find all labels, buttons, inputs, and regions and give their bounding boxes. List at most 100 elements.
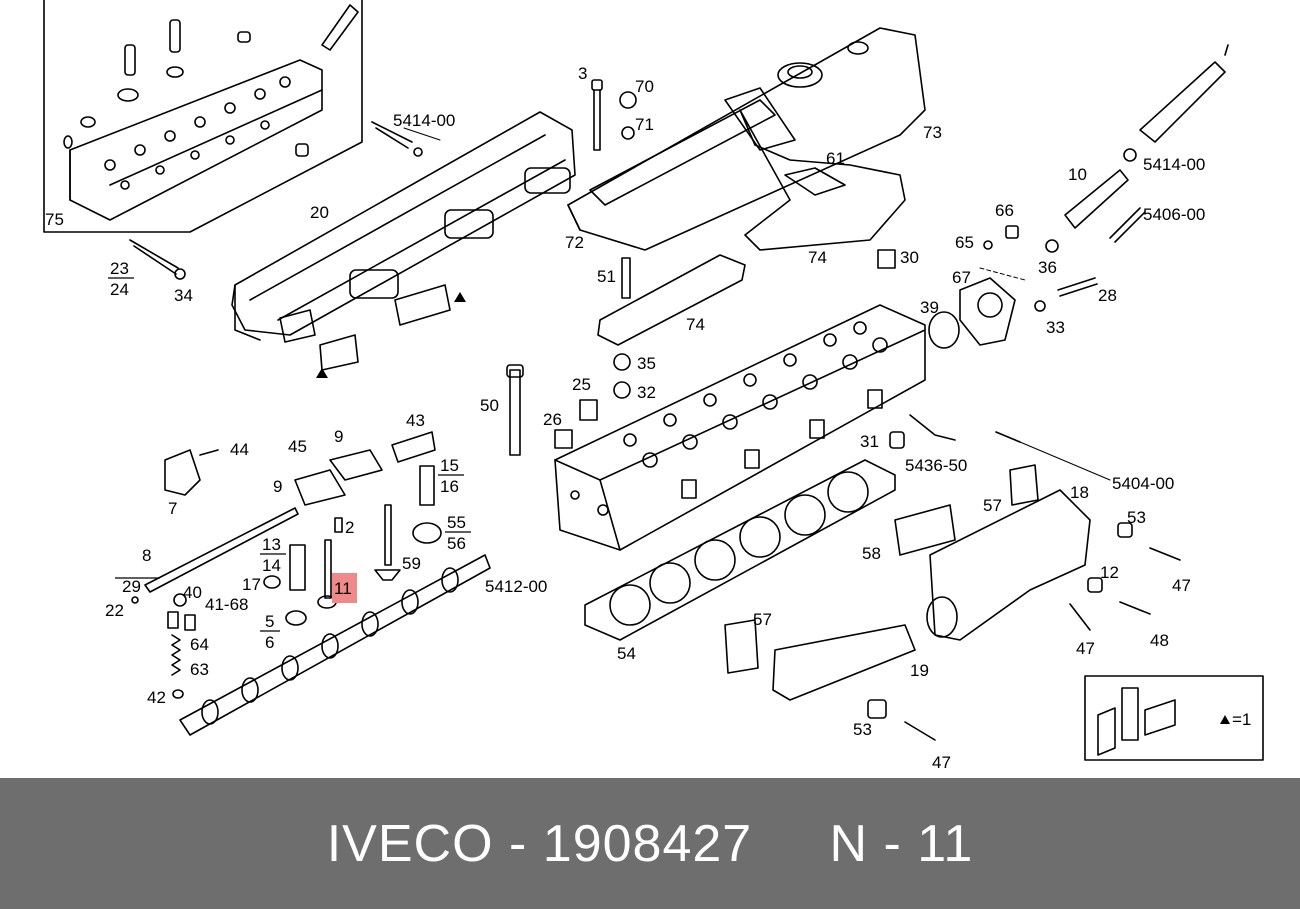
callout-15: 15 xyxy=(440,456,459,475)
callout-6: 6 xyxy=(265,633,274,652)
highlight-box xyxy=(332,573,357,603)
callout-35: 35 xyxy=(637,354,656,373)
callout-5404: 5404-00 xyxy=(1112,474,1174,493)
callout-71: 71 xyxy=(635,115,654,134)
callout-59: 59 xyxy=(402,554,421,573)
callout-57-a: 57 xyxy=(983,496,1002,515)
callout-53-a: 53 xyxy=(1127,508,1146,527)
callout-22: 22 xyxy=(105,601,124,620)
reference-number: 11 xyxy=(917,814,974,873)
part-number: 1908427 xyxy=(542,814,753,873)
callout-5412: 5412-00 xyxy=(485,577,547,596)
callout-8: 8 xyxy=(142,546,151,565)
callout-5414-b: 5414-00 xyxy=(1143,155,1205,174)
callout-5414-a: 5414-00 xyxy=(393,111,455,130)
callout-36: 36 xyxy=(1038,258,1057,277)
callout-7: 7 xyxy=(168,499,177,518)
callout-58: 58 xyxy=(862,544,881,563)
callout-74-a: 74 xyxy=(808,248,827,267)
callout-14: 14 xyxy=(262,556,281,575)
rocker-cover xyxy=(567,27,926,251)
callout-73: 73 xyxy=(923,123,942,142)
callout-55: 55 xyxy=(447,513,466,532)
injector-and-fittings xyxy=(889,44,1229,449)
callout-40: 40 xyxy=(183,583,202,602)
callout-72: 72 xyxy=(565,233,584,252)
callout-47-b: 47 xyxy=(1076,639,1095,658)
callout-48: 48 xyxy=(1150,631,1169,650)
callout-9-a: 9 xyxy=(334,427,343,446)
intake-manifold xyxy=(231,111,576,371)
separator: - xyxy=(868,814,918,873)
callout-16: 16 xyxy=(440,477,459,496)
parts-diagram: 75 20 5414-00 3 70 71 73 61 72 74 74 51 … xyxy=(43,0,1264,772)
callout-75: 75 xyxy=(45,210,64,229)
callout-54: 54 xyxy=(617,644,636,663)
callout-30: 30 xyxy=(900,248,919,267)
callout-labels: 75 20 5414-00 3 70 71 73 61 72 74 74 51 … xyxy=(45,64,1251,772)
reference-label: N xyxy=(829,814,869,873)
callout-5406: 5406-00 xyxy=(1143,205,1205,224)
camshaft-lobes xyxy=(201,567,459,725)
callout-63: 63 xyxy=(190,660,209,679)
callout-32: 32 xyxy=(637,383,656,402)
callout-20: 20 xyxy=(310,203,329,222)
part-caption: IVECO - 1908427 N - 11 xyxy=(0,778,1300,909)
callout-17: 17 xyxy=(242,575,261,594)
exhaust-manifold xyxy=(724,464,1181,741)
callout-29: 29 xyxy=(122,577,141,596)
callout-47-c: 47 xyxy=(932,753,951,772)
callout-25: 25 xyxy=(572,375,591,394)
callout-44: 44 xyxy=(230,440,249,459)
callout-51: 51 xyxy=(597,267,616,286)
callout-65: 65 xyxy=(955,233,974,252)
callout-18: 18 xyxy=(1070,483,1089,502)
rocker-cover-gasket xyxy=(597,254,746,346)
callout-19: 19 xyxy=(910,661,929,680)
callout-47-a: 47 xyxy=(1172,576,1191,595)
callout-39: 39 xyxy=(920,298,939,317)
callout-9-b: 9 xyxy=(273,477,282,496)
callout-5: 5 xyxy=(265,612,274,631)
inset-cylinder-head-view xyxy=(43,0,363,233)
callout-11: 11 xyxy=(334,579,352,598)
callout-74-b: 74 xyxy=(686,315,705,334)
callout-26: 26 xyxy=(543,410,562,429)
callout-64: 64 xyxy=(190,635,209,654)
callout-42: 42 xyxy=(147,688,166,707)
marker-triangles xyxy=(316,292,1230,724)
callout-34: 34 xyxy=(174,286,193,305)
legend-icon xyxy=(1097,687,1176,756)
callout-33: 33 xyxy=(1046,318,1065,337)
callout-57-b: 57 xyxy=(753,610,772,629)
callout-43: 43 xyxy=(406,411,425,430)
footer-bar: IVECO - 1908427 N - 11 xyxy=(0,778,1300,909)
callout-12: 12 xyxy=(1100,563,1119,582)
head-gasket xyxy=(584,459,896,641)
camshaft xyxy=(179,554,491,736)
callout-56: 56 xyxy=(447,534,466,553)
callout-31: 31 xyxy=(860,432,879,451)
brand-name: IVECO xyxy=(326,814,494,873)
callout-23: 23 xyxy=(110,259,129,278)
callout-28: 28 xyxy=(1098,286,1117,305)
cover-bolts xyxy=(129,79,896,456)
callout-2: 2 xyxy=(345,518,354,537)
callout-13: 13 xyxy=(262,535,281,554)
callout-24: 24 xyxy=(110,280,129,299)
callout-70: 70 xyxy=(635,77,654,96)
callout-53-b: 53 xyxy=(853,720,872,739)
callout-67: 67 xyxy=(952,268,971,287)
valve-train-parts xyxy=(131,431,442,699)
spacer xyxy=(752,814,829,874)
callout-41-68: 41-68 xyxy=(205,595,248,614)
cylinder-head xyxy=(554,304,926,551)
exploded-view-drawing: 75 20 5414-00 3 70 71 73 61 72 74 74 51 … xyxy=(43,0,1264,772)
callout-10: 10 xyxy=(1068,165,1087,184)
callout-66: 66 xyxy=(995,201,1014,220)
callout-3: 3 xyxy=(578,64,587,83)
separator: - xyxy=(493,814,543,873)
callout-45: 45 xyxy=(288,437,307,456)
callout-50: 50 xyxy=(480,396,499,415)
legend-box xyxy=(1084,675,1264,761)
